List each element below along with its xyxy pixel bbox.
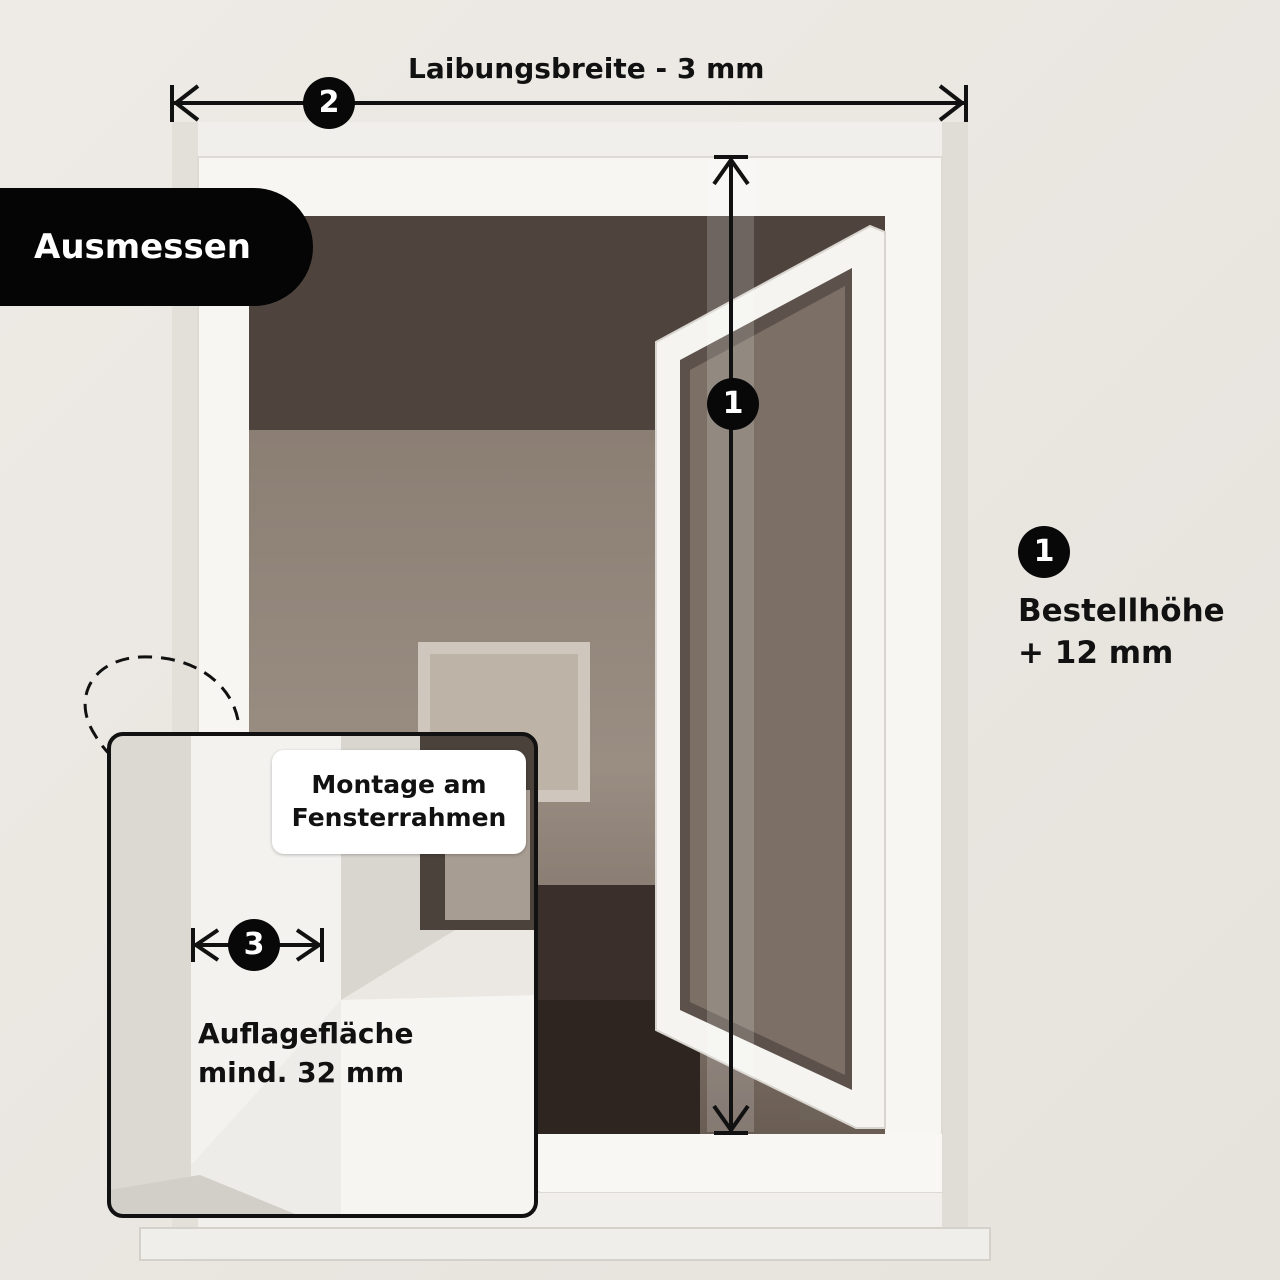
width-label: Laibungsbreite - 3 mm	[408, 52, 765, 85]
depth-badge: 3	[228, 919, 280, 971]
inset-border	[107, 732, 538, 1218]
depth-line2: mind. 32 mm	[198, 1056, 405, 1089]
inset-caption-line1: Montage am	[311, 770, 487, 799]
sofa	[520, 885, 690, 1025]
depth-label: Auflagefläche mind. 32 mm	[198, 1014, 413, 1092]
inset-caption: Montage am Fensterrahmen	[272, 750, 526, 854]
order-height-label: Bestellhöhe + 12 mm	[1018, 590, 1225, 674]
order-height-badge: 1	[1018, 526, 1070, 578]
window-sill	[139, 1227, 991, 1261]
height-arrow	[707, 155, 754, 1135]
callout-dashed-arrow	[83, 655, 240, 777]
page-title: Ausmessen	[0, 188, 313, 306]
width-badge: 2	[303, 77, 355, 129]
order-height-line1: Bestellhöhe	[1018, 593, 1225, 629]
height-badge: 1	[707, 378, 759, 430]
order-height-line2: + 12 mm	[1018, 635, 1174, 671]
inset-caption-line2: Fensterrahmen	[291, 803, 507, 832]
depth-line1: Auflagefläche	[198, 1017, 414, 1050]
